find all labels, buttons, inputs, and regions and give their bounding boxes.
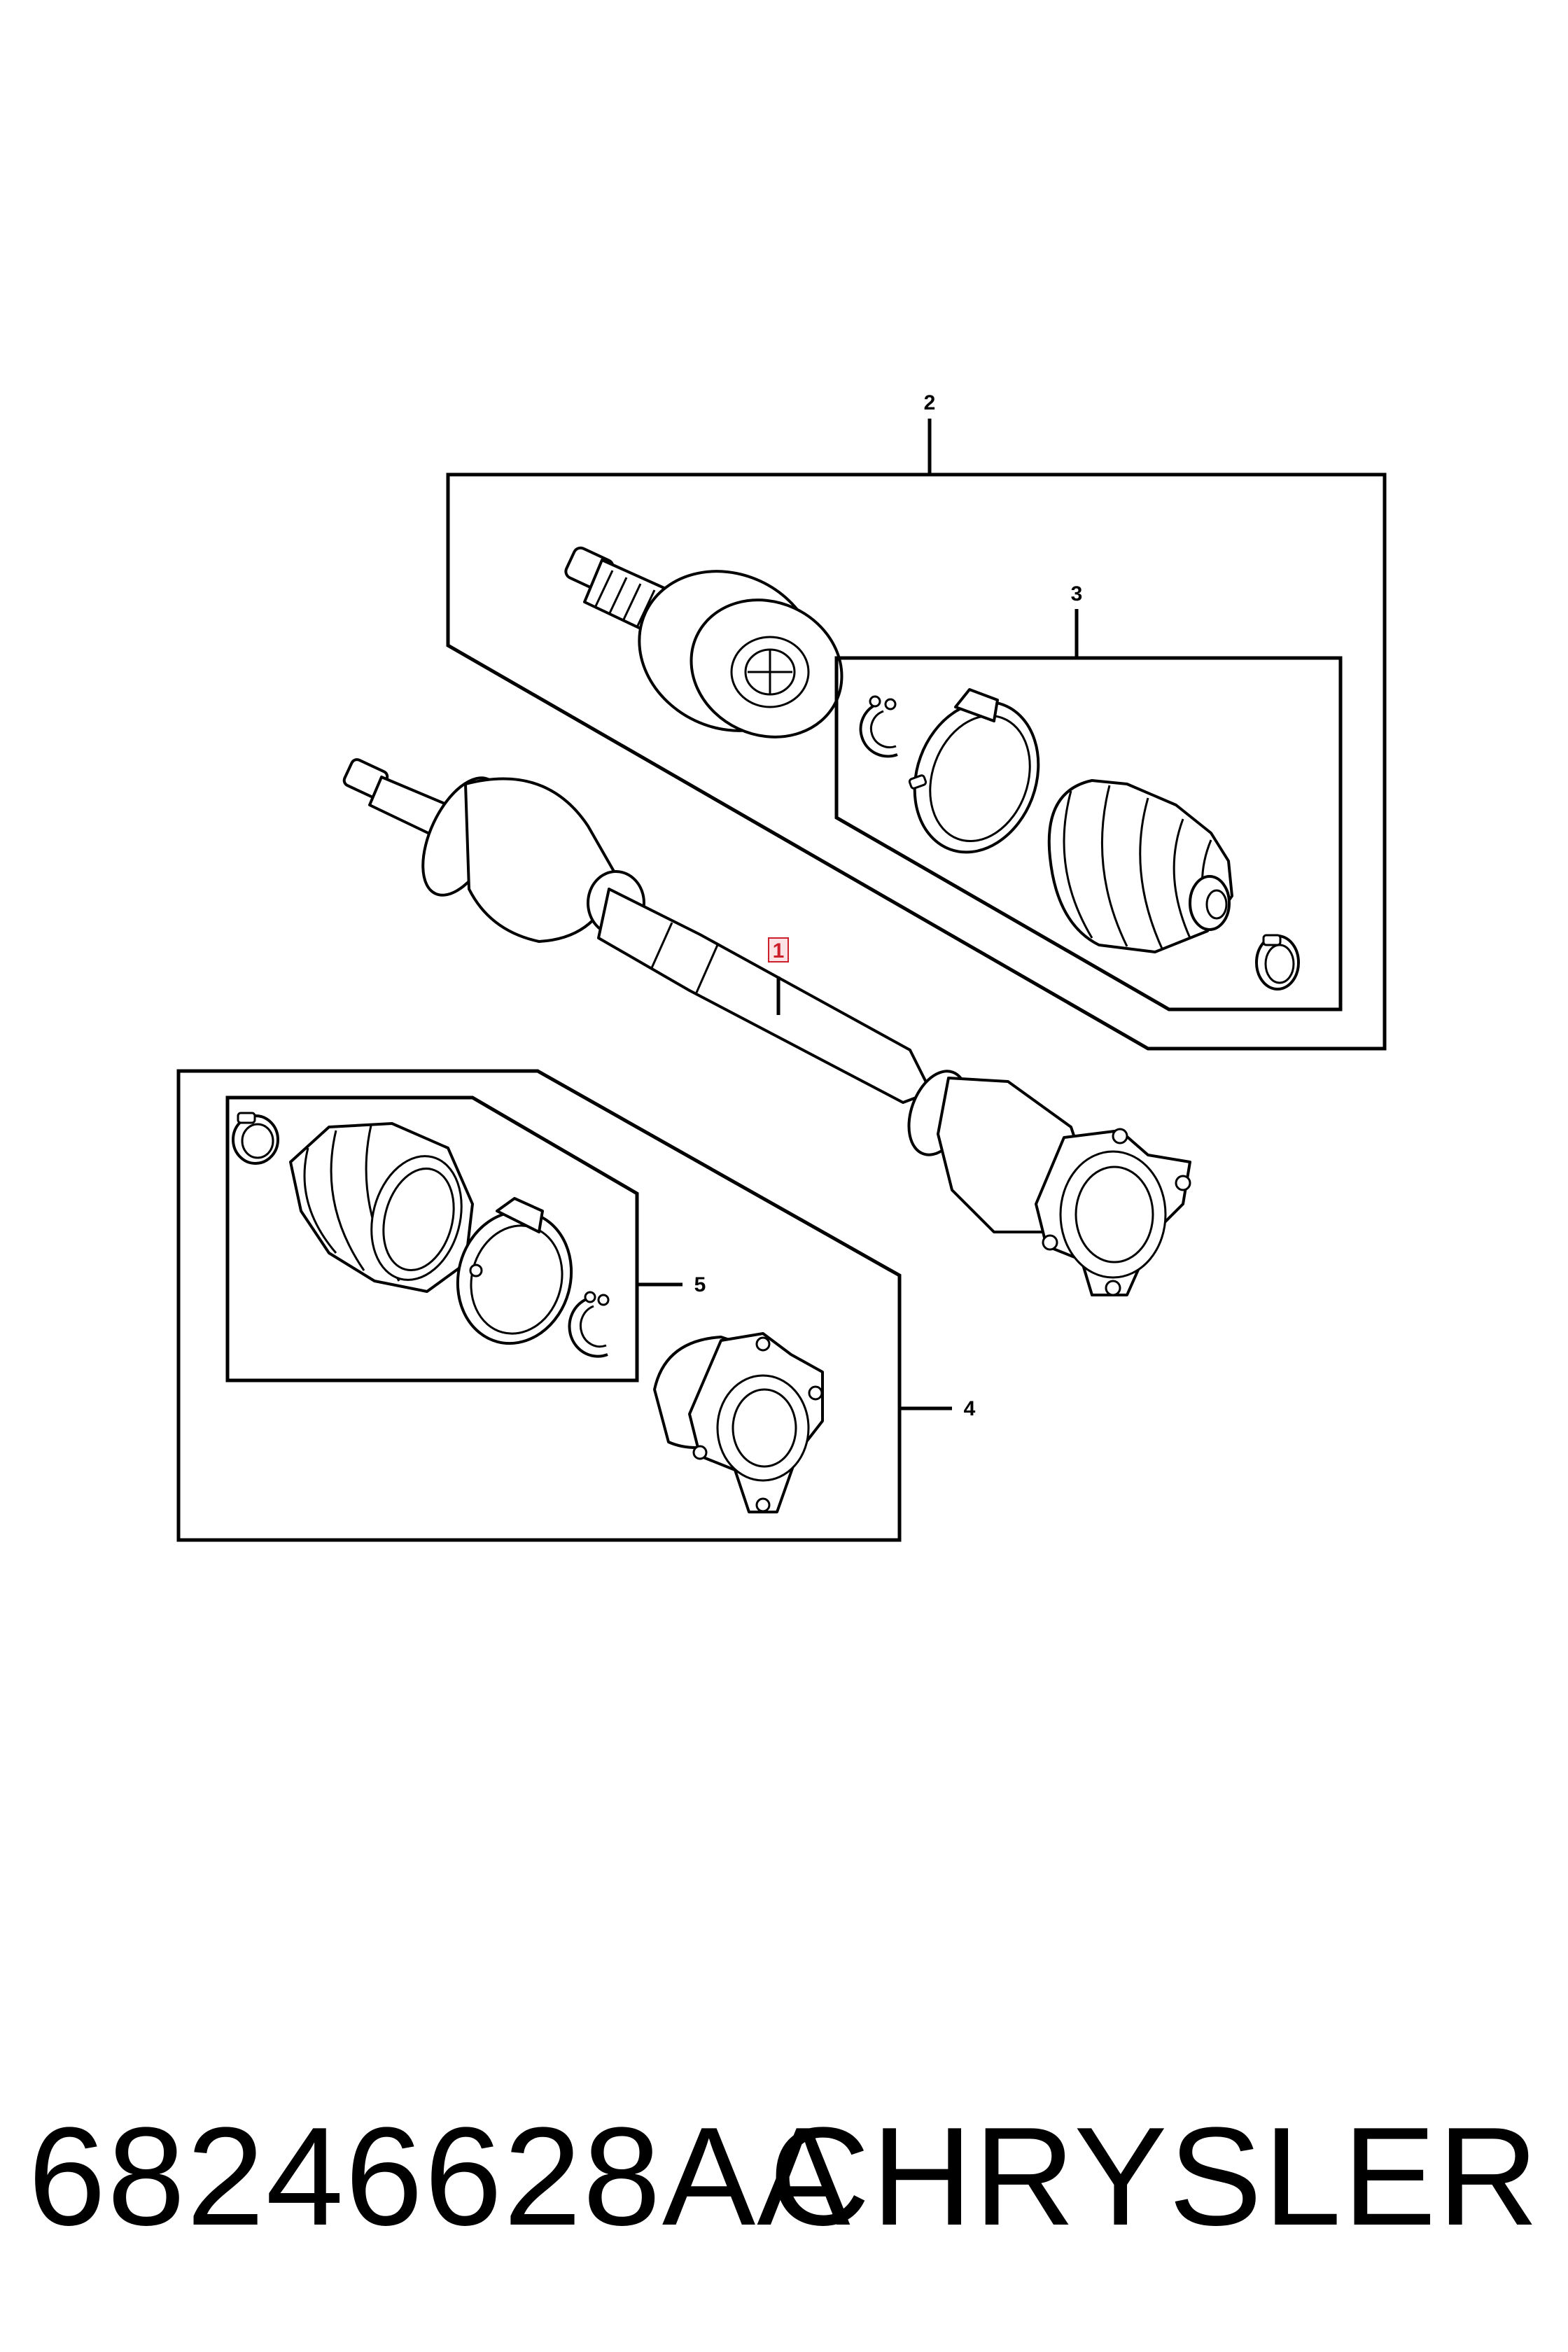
footer-caption: 68246628AA CHRYSLER — [0, 2072, 1568, 2282]
group-2-outer-cv-joint-kit: 2 3 — [446, 391, 1387, 1051]
group-5-frame — [225, 1096, 639, 1382]
group-3-frame — [834, 656, 1343, 1011]
boot-clamp-small-icon-lower — [232, 1112, 279, 1165]
group-4-inner-cv-joint-kit: 4 5 — [176, 1069, 976, 1542]
callout-4-label: 4 — [964, 1397, 976, 1420]
snap-ring-lower-icon — [568, 1291, 610, 1358]
inner-cv-joint-housing-icon — [653, 1332, 824, 1513]
outer-cv-joint — [564, 546, 844, 738]
boot-clamp-large-icon — [908, 688, 1040, 854]
snap-ring-small-icon — [859, 695, 898, 758]
halfshaft-assembly: 1 — [342, 758, 1191, 1296]
part-number: 68246628AA — [28, 2099, 852, 2255]
axle-shaft-exploded-diagram: 2 3 — [176, 391, 1387, 1542]
callout-1-label: 1 — [773, 939, 785, 962]
inner-flange-icon — [1035, 1128, 1191, 1296]
inner-cv-boot-icon — [289, 1122, 474, 1293]
group-5-inner-boot-kit: 5 — [225, 1096, 706, 1382]
boot-clamp-large-icon-lower — [456, 1197, 573, 1345]
callout-2-label: 2 — [924, 391, 936, 414]
callout-1-highlight-box — [768, 937, 789, 962]
outer-cv-boot-icon — [1047, 779, 1233, 953]
group-2-frame — [446, 472, 1387, 1051]
brand-name: CHRYSLER — [769, 2099, 1540, 2255]
callout-3-label: 3 — [1071, 582, 1083, 606]
callout-5-label: 5 — [694, 1273, 706, 1296]
boot-clamp-small-icon — [1255, 934, 1300, 990]
group-3-outer-boot-kit: 3 — [834, 582, 1343, 1011]
